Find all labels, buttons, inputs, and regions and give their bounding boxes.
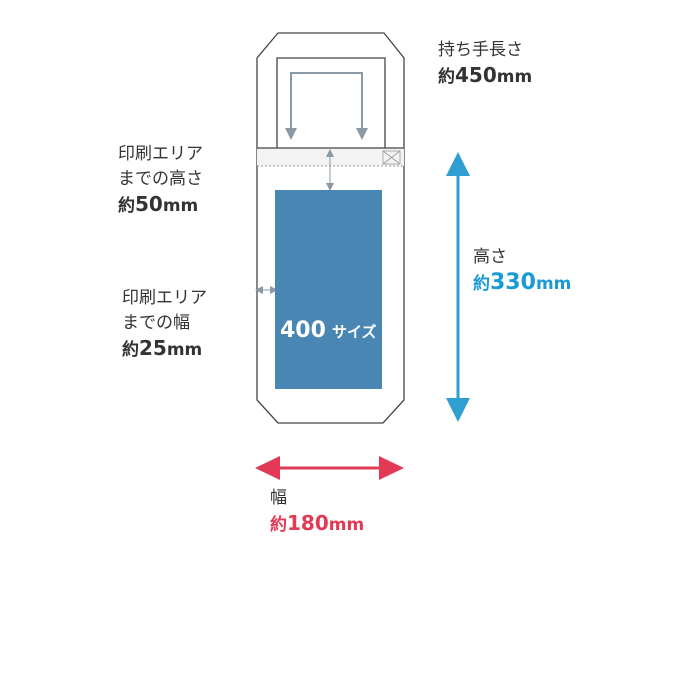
top-margin-value-number: 50 [135,192,163,216]
height-value-unit: mm [535,274,572,294]
handle-length-title: 持ち手長さ [438,40,523,60]
width-value-number: 180 [287,511,329,535]
stitch-box [382,150,401,165]
print-area-number: 400 [280,318,326,343]
height-label: 高さ 約330mm [473,245,571,297]
width-title: 幅 [270,488,287,508]
bag-outline [256,32,405,424]
height-value: 約330mm [473,270,571,297]
handle-value-unit: mm [496,67,533,87]
top-margin-line2: までの高さ [118,169,203,189]
side-margin-line1: 印刷エリア [122,288,207,308]
handle-opening [276,57,386,148]
side-margin-value-unit: mm [166,340,203,360]
width-arrowhead-right [379,456,404,480]
print-area [275,190,382,389]
height-title: 高さ [473,247,507,267]
width-value: 約180mm [270,511,364,538]
top-margin-value: 約50mm [118,192,203,219]
handle-arrowhead-left [285,128,297,140]
side-margin-value-number: 25 [139,336,167,360]
height-arrowhead-bottom [446,398,470,422]
height-arrowhead-top [446,152,470,176]
width-value-unit: mm [328,515,365,535]
top-margin-value-prefix: 約 [118,196,135,216]
height-value-number: 330 [490,270,536,295]
handle-length-label: 持ち手長さ 約450mm [438,38,532,90]
side-margin-line2: までの幅 [122,313,190,333]
top-margin-label: 印刷エリア までの高さ 約50mm [118,142,203,219]
width-arrowhead-left [255,456,280,480]
print-area-label: 400 サイズ [280,318,377,343]
handle-value-prefix: 約 [438,67,455,87]
height-value-prefix: 約 [473,274,490,294]
side-margin-label: 印刷エリア までの幅 約25mm [122,286,207,363]
side-margin-value-prefix: 約 [122,340,139,360]
width-value-prefix: 約 [270,515,287,535]
side-margin-value: 約25mm [122,336,207,363]
print-area-suffix: サイズ [331,323,377,341]
handle-arrowhead-right [356,128,368,140]
top-margin-value-unit: mm [162,196,199,216]
width-label: 幅 約180mm [270,486,364,538]
handle-length-value: 約450mm [438,63,532,90]
handle-value-number: 450 [455,63,497,87]
top-margin-line1: 印刷エリア [118,144,203,164]
stitch-cross-2 [382,150,401,165]
